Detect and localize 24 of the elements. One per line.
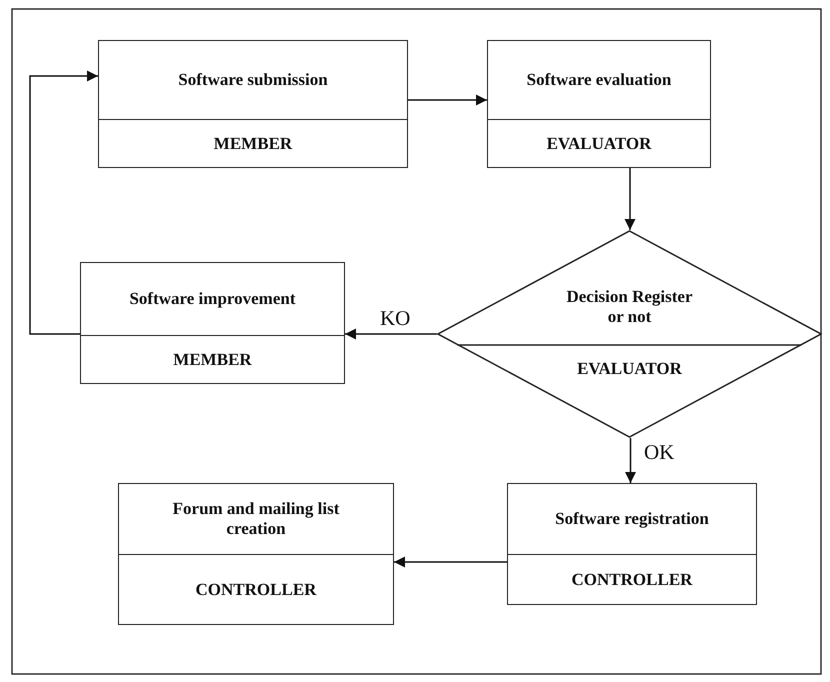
step-title: Software evaluation [526, 70, 672, 90]
process-box [80, 262, 345, 384]
role-label: EVALUATOR [546, 134, 652, 154]
step-title: Decision Register or not [565, 286, 694, 326]
role-label: CONTROLLER [572, 570, 692, 590]
step-title: Software registration [555, 509, 709, 529]
process-box [487, 40, 711, 168]
arrow [345, 328, 437, 340]
role-label: EVALUATOR [577, 359, 682, 379]
step-title: Forum and mailing list creation [172, 499, 340, 539]
process-box [98, 40, 408, 168]
arrow [625, 438, 636, 483]
arrow [624, 168, 636, 230]
decision-diamond [437, 230, 822, 438]
arrow [394, 556, 507, 568]
role-label: MEMBER [173, 350, 252, 370]
process-box [507, 483, 757, 605]
role-label: MEMBER [214, 134, 292, 154]
role-label: CONTROLLER [196, 580, 316, 600]
step-title: Software improvement [129, 289, 296, 309]
process-box [118, 483, 394, 625]
arrow [408, 94, 487, 106]
step-title: Software submission [178, 70, 328, 90]
arrow [29, 70, 98, 335]
